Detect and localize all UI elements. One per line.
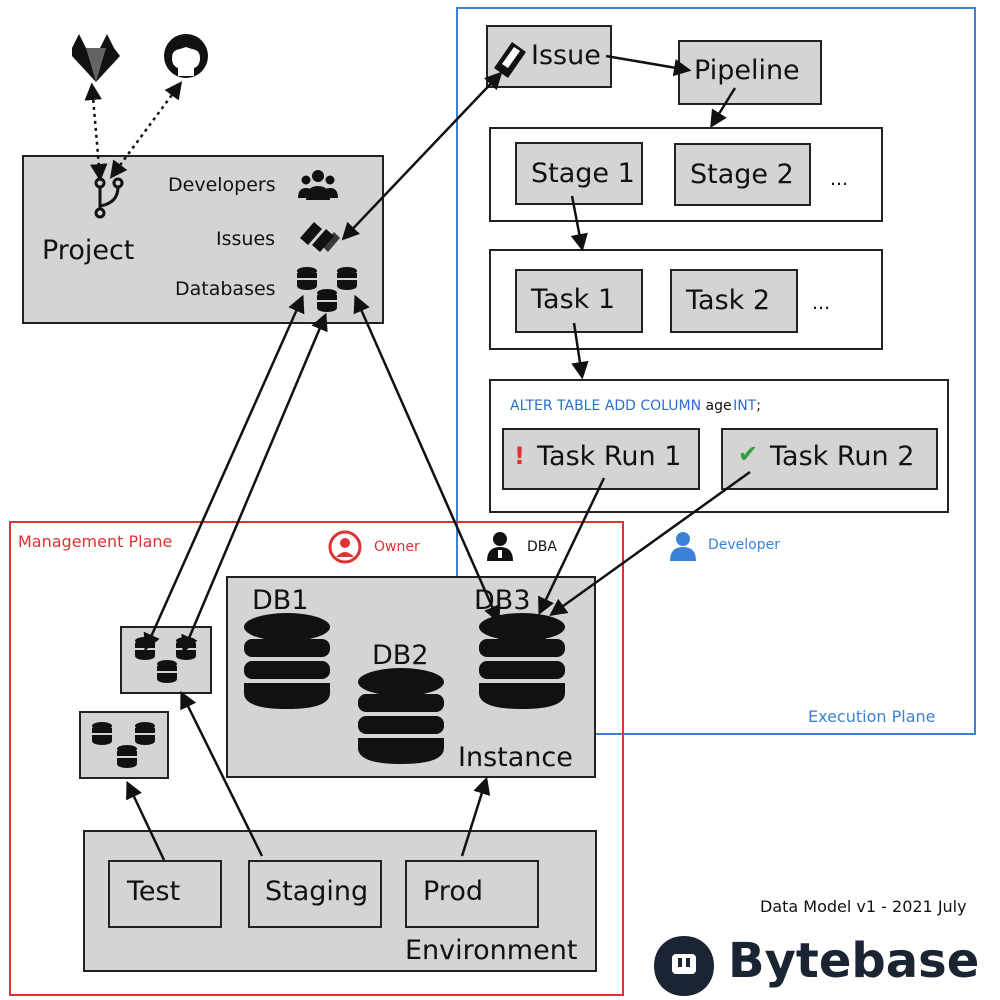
stage-1-label: Stage 1 <box>531 158 635 189</box>
task-ellipsis: ... <box>812 292 831 314</box>
management-plane-label: Management Plane <box>18 532 173 551</box>
sql-end: ; <box>756 398 761 414</box>
gitlab-icon <box>72 34 120 82</box>
env-test-box <box>108 860 222 928</box>
env-staging-box <box>248 860 382 928</box>
task-run-1-label: Task Run 1 <box>537 441 682 472</box>
developer-icon <box>670 532 696 561</box>
pipeline-label: Pipeline <box>694 55 800 86</box>
pipeline-box <box>678 40 822 105</box>
issue-label: Issue <box>531 40 601 71</box>
role-owner: Owner <box>374 539 420 555</box>
env-test-label: Test <box>127 876 181 907</box>
sql-keyword-1: ALTER TABLE ADD COLUMN <box>510 398 702 414</box>
bytebase-logo-icon <box>654 936 714 996</box>
project-row-developers: Developers <box>168 174 276 196</box>
sql-column: age <box>705 398 732 414</box>
dba-icon <box>487 532 513 561</box>
project-row-databases: Databases <box>175 278 276 300</box>
instance-label: Instance <box>458 742 573 773</box>
stage-1-box <box>515 142 643 205</box>
task-2-box <box>670 269 798 333</box>
env-prod-box <box>405 860 539 928</box>
owner-icon <box>328 530 362 564</box>
db1-label: DB1 <box>252 585 309 616</box>
task-run-2-box <box>721 428 938 490</box>
brand-name: Bytebase <box>728 933 980 989</box>
role-dba: DBA <box>527 539 557 555</box>
version-text: Data Model v1 - 2021 July <box>760 897 967 916</box>
db3-label: DB3 <box>474 585 531 616</box>
project-title: Project <box>42 235 135 266</box>
execution-plane-label: Execution Plane <box>808 707 936 726</box>
github-icon <box>164 34 208 78</box>
error-icon: ! <box>514 442 525 470</box>
role-developer: Developer <box>708 537 781 553</box>
env-staging-label: Staging <box>265 876 369 907</box>
check-icon: ✔ <box>738 440 759 468</box>
task-2-label: Task 2 <box>686 285 771 316</box>
project-databases-box <box>120 626 212 694</box>
sql-keyword-2: INT <box>733 398 757 414</box>
task-1-label: Task 1 <box>531 284 616 315</box>
task-run-2-label: Task Run 2 <box>770 441 915 472</box>
db2-label: DB2 <box>372 640 429 671</box>
stage-2-box <box>674 143 811 206</box>
sql-statement: ALTER TABLE ADD COLUMN age INT; <box>510 398 761 414</box>
stage-2-label: Stage 2 <box>690 159 794 190</box>
environment-label: Environment <box>405 935 578 966</box>
environment-databases-box <box>79 711 169 779</box>
stage-ellipsis: ... <box>830 168 849 190</box>
env-prod-label: Prod <box>423 876 483 907</box>
project-row-issues: Issues <box>216 228 276 250</box>
